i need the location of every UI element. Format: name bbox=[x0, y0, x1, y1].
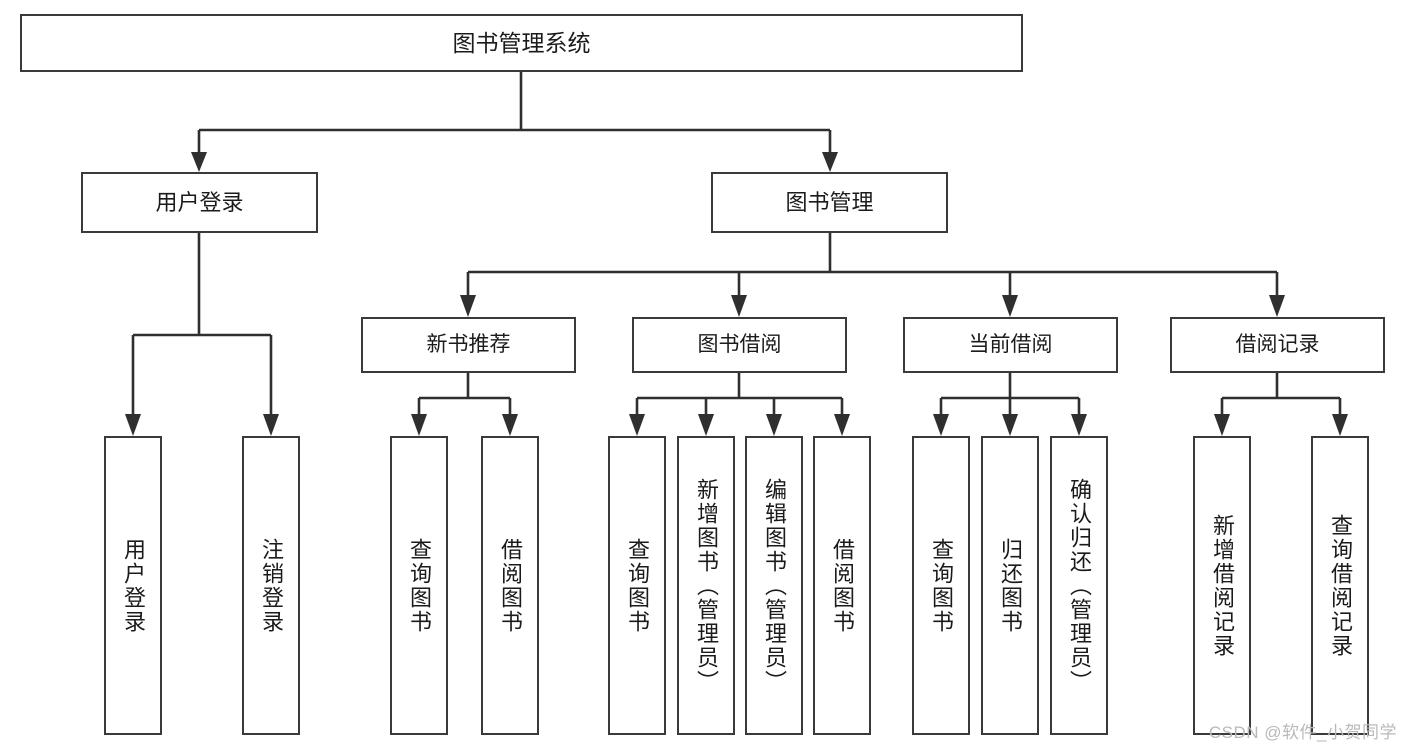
leaf-label: 借阅图书 bbox=[498, 537, 523, 634]
leaf-current-borrow-return-book[interactable]: 归还图书 bbox=[981, 436, 1039, 735]
node-book-management[interactable]: 图书管理 bbox=[711, 172, 948, 233]
leaf-new-book-borrow-book[interactable]: 借阅图书 bbox=[481, 436, 539, 735]
node-current-borrow[interactable]: 当前借阅 bbox=[903, 317, 1118, 373]
node-label: 图书借阅 bbox=[697, 332, 782, 356]
node-root-book-management-system[interactable]: 图书管理系统 bbox=[20, 14, 1023, 72]
node-label: 当前借阅 bbox=[968, 332, 1053, 356]
leaf-book-borrow-add-book-admin[interactable]: 新增图书（管理员） bbox=[677, 436, 735, 735]
leaf-label: 查询借阅记录 bbox=[1328, 513, 1353, 658]
node-new-book-recommend[interactable]: 新书推荐 bbox=[361, 317, 576, 373]
leaf-user-login-logout[interactable]: 注销登录 bbox=[242, 436, 300, 735]
leaf-label: 查询图书 bbox=[407, 537, 432, 634]
leaf-label: 编辑图书（管理员） bbox=[762, 477, 787, 694]
leaf-label: 归还图书 bbox=[998, 537, 1023, 634]
leaf-book-borrow-query-book[interactable]: 查询图书 bbox=[608, 436, 666, 735]
leaf-label: 确认归还（管理员） bbox=[1067, 477, 1092, 694]
leaf-current-borrow-confirm-return-admin[interactable]: 确认归还（管理员） bbox=[1050, 436, 1108, 735]
node-label: 新书推荐 bbox=[426, 332, 511, 356]
node-label: 图书管理 bbox=[785, 189, 874, 215]
leaf-label: 注销登录 bbox=[259, 537, 284, 634]
leaf-user-login-login[interactable]: 用户登录 bbox=[104, 436, 162, 735]
node-label: 借阅记录 bbox=[1235, 332, 1320, 356]
leaf-borrow-record-add-record[interactable]: 新增借阅记录 bbox=[1193, 436, 1251, 735]
node-label: 图书管理系统 bbox=[452, 29, 591, 56]
leaf-label: 借阅图书 bbox=[830, 537, 855, 634]
leaf-label: 用户登录 bbox=[121, 537, 146, 634]
node-borrow-record[interactable]: 借阅记录 bbox=[1170, 317, 1385, 373]
csdn-watermark: CSDN @软件_小贺同学 bbox=[1208, 723, 1397, 742]
leaf-book-borrow-edit-book-admin[interactable]: 编辑图书（管理员） bbox=[745, 436, 803, 735]
leaf-new-book-query-book[interactable]: 查询图书 bbox=[390, 436, 448, 735]
leaf-book-borrow-borrow-book[interactable]: 借阅图书 bbox=[813, 436, 871, 735]
leaf-label: 新增借阅记录 bbox=[1210, 513, 1235, 658]
leaf-borrow-record-query-record[interactable]: 查询借阅记录 bbox=[1311, 436, 1369, 735]
leaf-label: 查询图书 bbox=[625, 537, 650, 634]
leaf-label: 查询图书 bbox=[929, 537, 954, 634]
node-book-borrow[interactable]: 图书借阅 bbox=[632, 317, 847, 373]
leaf-label: 新增图书（管理员） bbox=[694, 477, 719, 694]
node-label: 用户登录 bbox=[155, 189, 244, 215]
leaf-current-borrow-query-book[interactable]: 查询图书 bbox=[912, 436, 970, 735]
node-user-login[interactable]: 用户登录 bbox=[81, 172, 318, 233]
